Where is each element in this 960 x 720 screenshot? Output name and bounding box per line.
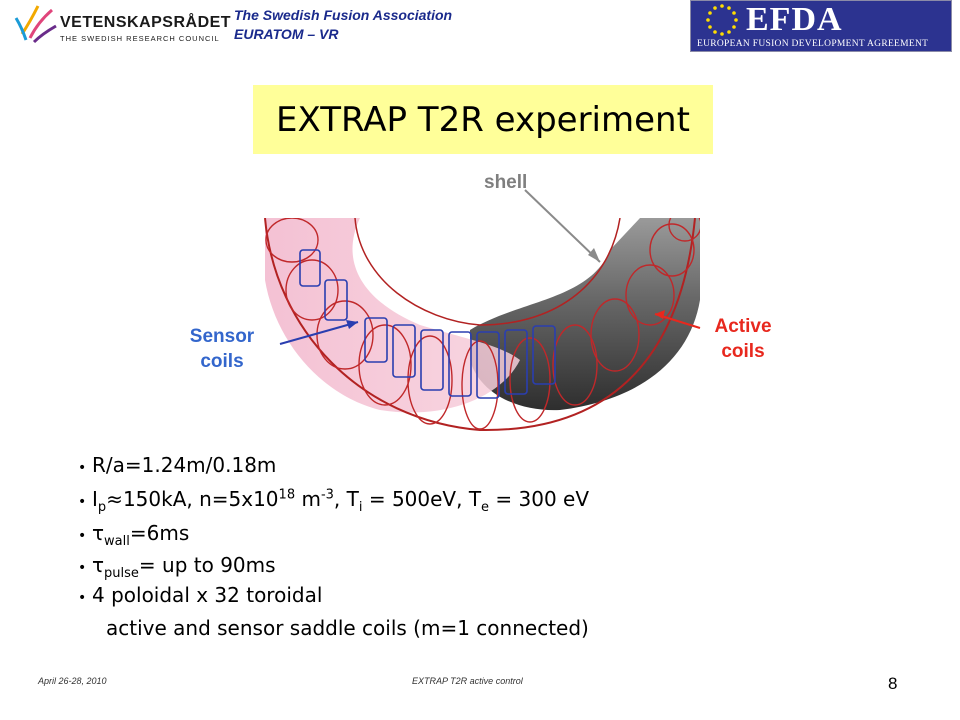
active-label-line-2: coils (721, 341, 765, 362)
footer-title: EXTRAP T2R active control (412, 676, 523, 686)
active-coils-label: Active coils (700, 314, 786, 364)
sensor-arrowhead (346, 320, 358, 329)
eu-stars-icon (706, 4, 738, 36)
efda-subtitle: EUROPEAN FUSION DEVELOPMENT AGREEMENT (697, 39, 929, 49)
page-number: 8 (888, 674, 898, 693)
association-line-2: EURATOM – VR (234, 26, 339, 42)
association-line-1: The Swedish Fusion Association (234, 7, 453, 23)
bullet-wall-time: •τwall=6ms (78, 521, 190, 549)
bullet-dot-icon: • (78, 460, 87, 476)
vr-subtitle: THE SWEDISH RESEARCH COUNCIL (60, 34, 220, 43)
active-arrowhead (655, 310, 665, 319)
bullet-coils-continuation: active and sensor saddle coils (m=1 conn… (106, 616, 589, 640)
vr-logo-mark-icon (14, 5, 57, 44)
torus-outer-edge (264, 218, 696, 432)
active-label-line-1: Active (714, 316, 772, 337)
bullet-dot-icon: • (78, 494, 87, 510)
torus-inner-edge (354, 218, 621, 326)
bullet-text: R/a=1.24m/0.18m (92, 453, 277, 477)
shell-arrow (524, 189, 601, 263)
bullet-dot-icon: • (78, 528, 87, 544)
plasma-region (265, 218, 520, 413)
bullet-dot-icon: • (78, 560, 87, 576)
active-coil-rings (265, 218, 700, 430)
association-name: The Swedish Fusion Association EURATOM –… (234, 6, 452, 44)
sensor-arrow (279, 321, 359, 345)
sensor-label-line-2: coils (200, 351, 244, 372)
bullet-plasma-params: •Ip≈150kA, n=5x1018 m-3, Ti = 500eV, Te … (78, 487, 590, 515)
sensor-coil-loops (299, 249, 556, 399)
shell-label: shell (484, 172, 528, 193)
bullet-pulse-time: •τpulse= up to 90ms (78, 553, 276, 581)
slide-title: EXTRAP T2R experiment (276, 99, 690, 140)
efda-logo: EFDA EUROPEAN FUSION DEVELOPMENT AGREEME… (690, 0, 952, 52)
sensor-coils-label: Sensor coils (172, 324, 272, 374)
efda-title: EFDA (746, 1, 843, 38)
bullet-radius: • R/a=1.24m/0.18m (78, 453, 276, 477)
footer-date: April 26-28, 2010 (38, 676, 107, 686)
sensor-label-line-1: Sensor (189, 326, 255, 347)
slide-title-box: EXTRAP T2R experiment (253, 85, 713, 154)
vr-name: VETENSKAPSRÅDET (60, 14, 232, 31)
torus-drawing (264, 218, 700, 432)
bullet-dot-icon: • (78, 590, 87, 606)
shell-arrowhead (588, 248, 600, 262)
bullet-coils: •4 poloidal x 32 toroidal (78, 583, 323, 607)
